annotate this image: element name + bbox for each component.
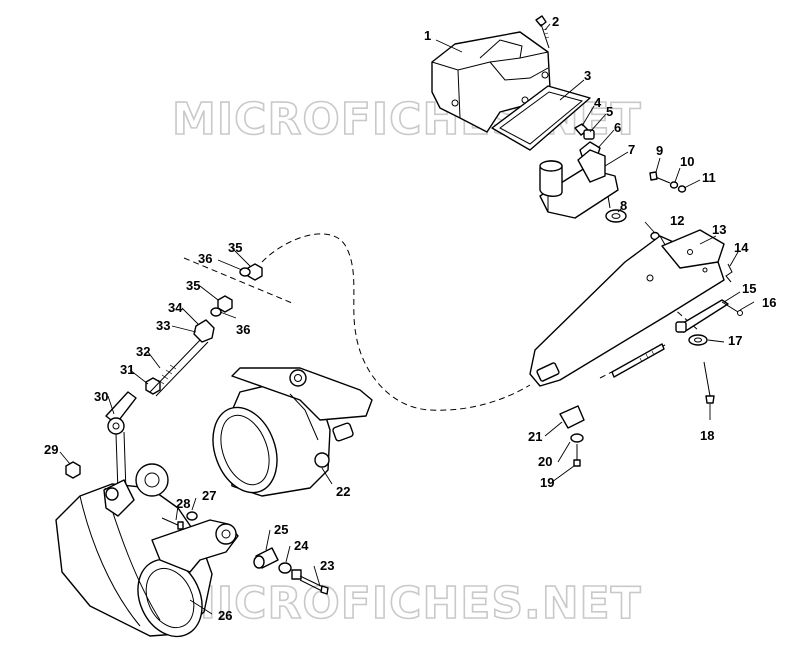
part-14-clip	[725, 263, 733, 283]
callout-35-upper: 35	[228, 240, 242, 255]
callout-20: 20	[538, 454, 552, 469]
part-36-washer-upper	[239, 267, 251, 277]
callout-25: 25	[274, 522, 288, 537]
callout-5: 5	[606, 104, 613, 119]
callout-8: 8	[620, 198, 627, 213]
part-31-nut	[145, 377, 161, 395]
part-17-washer	[688, 334, 708, 346]
callout-17: 17	[728, 333, 742, 348]
callout-36-lower: 36	[236, 322, 250, 337]
part-21-bumper	[559, 405, 585, 429]
routing-line	[261, 233, 531, 411]
part-33-rod	[149, 337, 209, 397]
part-26-drive-housing	[55, 463, 239, 638]
part-29-nut	[65, 461, 81, 479]
callout-30: 30	[94, 389, 108, 404]
part-25-spacer	[253, 547, 279, 569]
callout-11: 11	[702, 170, 716, 185]
callout-23: 23	[320, 558, 334, 573]
part-7-bracket	[539, 149, 619, 219]
part-28-pin	[161, 517, 184, 530]
leader-lines	[59, 23, 755, 615]
callout-34: 34	[168, 300, 183, 315]
part-3-gasket	[491, 85, 591, 151]
part-5-plug	[583, 129, 595, 140]
callout-28: 28	[176, 496, 190, 511]
callout-35-lower: 35	[186, 278, 200, 293]
callout-22: 22	[336, 484, 350, 499]
part-13-plate	[529, 229, 725, 387]
callout-19: 19	[540, 475, 554, 490]
callout-12: 12	[670, 213, 684, 228]
part-2-screw	[535, 15, 550, 49]
callout-13: 13	[712, 222, 726, 237]
part-27-washer	[186, 511, 198, 521]
part-15-pin	[675, 299, 729, 333]
callout-33: 33	[156, 318, 170, 333]
callout-24: 24	[294, 538, 309, 553]
callout-26: 26	[218, 608, 232, 623]
callout-labels: 1 2 3 4 5 6 7 8 9 10 11 12 13 14 15 16 1…	[44, 14, 776, 623]
callout-29: 29	[44, 442, 58, 457]
callout-14: 14	[734, 240, 749, 255]
callout-7: 7	[628, 142, 635, 157]
callout-6: 6	[614, 120, 621, 135]
part-30-rod-end	[103, 391, 137, 517]
callout-10: 10	[680, 154, 694, 169]
part-1-cover	[431, 31, 551, 133]
part-36-washer-lower	[210, 307, 222, 317]
callout-21: 21	[528, 429, 542, 444]
part-16-retainer	[721, 301, 743, 316]
part-24-washer	[278, 562, 292, 574]
callout-16: 16	[762, 295, 776, 310]
callout-9: 9	[656, 143, 663, 158]
part-20-washer	[570, 433, 584, 443]
part-23-bolt	[291, 569, 329, 595]
callout-15: 15	[742, 281, 756, 296]
callout-3: 3	[584, 68, 591, 83]
part-34-adjuster	[193, 319, 215, 343]
stud-bolt	[611, 343, 665, 378]
part-10-washer	[669, 181, 679, 189]
part-9-bolt	[649, 171, 671, 184]
part-19-bolt	[573, 444, 581, 467]
callout-2: 2	[552, 14, 559, 29]
callout-36-upper: 36	[198, 251, 212, 266]
callout-18: 18	[700, 428, 714, 443]
part-18-screw	[703, 361, 715, 404]
part-8-washer	[605, 209, 627, 223]
callout-4: 4	[594, 95, 602, 110]
callout-32: 32	[136, 344, 150, 359]
part-11-nut	[677, 185, 687, 193]
watermark-bottom: MICROFICHES.NET	[172, 578, 642, 629]
callout-27: 27	[202, 488, 216, 503]
callout-31: 31	[120, 362, 134, 377]
callout-1: 1	[424, 28, 431, 43]
part-22-housing	[212, 367, 373, 497]
